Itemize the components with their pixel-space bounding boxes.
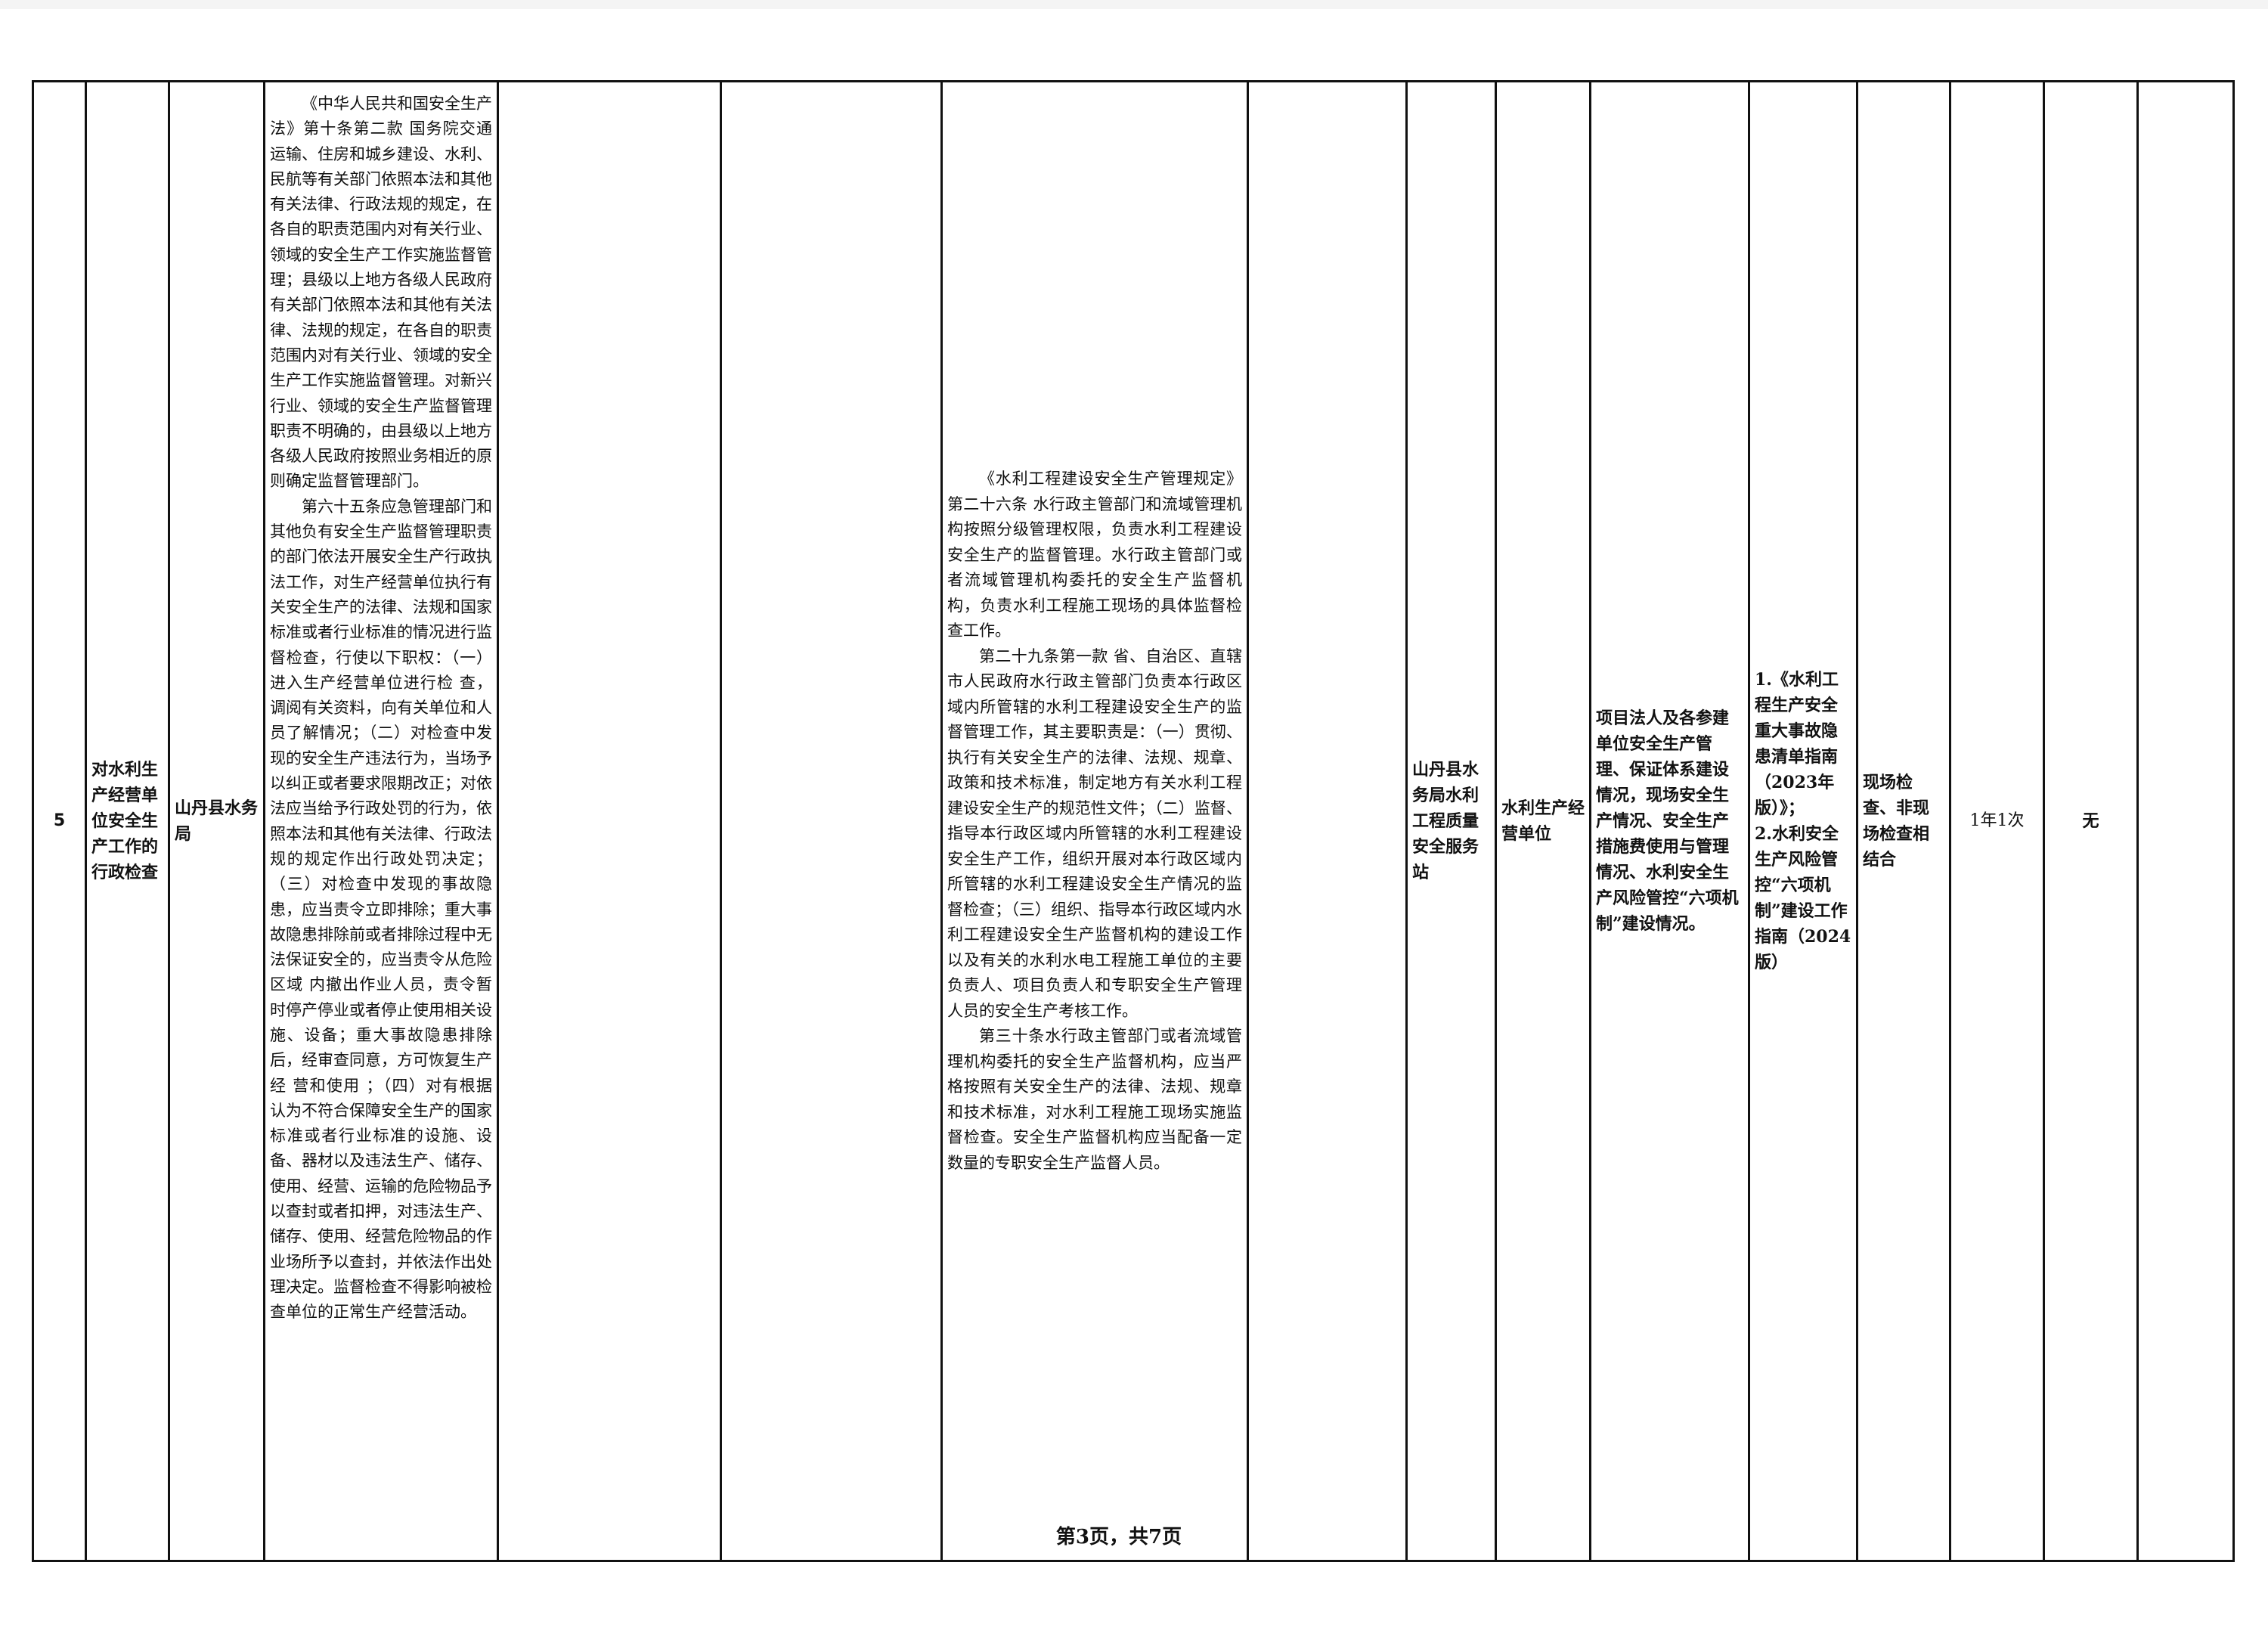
inspection-content: 项目法人及各参建单位安全生产管理、保证体系建设情况，现场安全生产情况、安全生产措… (1589, 80, 1750, 1562)
regulation-basis: 《水利工程建设安全生产管理规定》第二十六条 水行政主管部门和流域管理机构按照分级… (940, 80, 1249, 1562)
empty-cell-16 (2136, 80, 2235, 1562)
empty-cell-6 (720, 80, 943, 1562)
department: 山丹县水务局 (168, 80, 265, 1562)
regulation-para-3: 第三十条水行政主管部门或者流域管理机构委托的安全生产监督机构，应当严格按照有关安… (947, 1027, 1242, 1172)
regulation-para-2: 第二十九条第一款 省、自治区、直辖市人民政府水行政主管部门负责本行政区域内所管辖… (947, 646, 1242, 1020)
empty-cell-5 (497, 80, 722, 1562)
inspection-frequency: 1年1次 (1949, 80, 2045, 1562)
scan-edge (0, 0, 2268, 9)
inspection-method: 现场检查、非现场检查相结合 (1856, 80, 1951, 1562)
row-number: 5 (32, 80, 87, 1562)
inspection-table: 5 对水利生产经营单位安全生产工作的行政检查 山丹县水务局 《中华人民共和国安全… (32, 80, 2235, 1562)
law-basis-para-1: 《中华人民共和国安全生产法》第十条第二款 国务院交通运输、住房和城乡建设、水利、… (270, 95, 492, 491)
inspection-standard: 1.《水利工程生产安全重大事故隐患清单指南（2023年版）》； 2.水利安全生产… (1748, 80, 1858, 1562)
regulation-para-1: 《水利工程建设安全生产管理规定》第二十六条 水行政主管部门和流域管理机构按照分级… (947, 470, 1242, 640)
item-name: 对水利生产经营单位安全生产工作的行政检查 (85, 80, 170, 1562)
empty-cell-8 (1247, 80, 1408, 1562)
law-basis-para-2: 第六十五条应急管理部门和其他负有安全生产监督管理职责的部门依法开展安全生产行政执… (270, 497, 492, 1322)
implementer: 山丹县水务局水利工程质量安全服务站 (1405, 80, 1497, 1562)
table-row: 5 对水利生产经营单位安全生产工作的行政检查 山丹县水务局 《中华人民共和国安全… (32, 80, 2235, 1562)
remark: 无 (2043, 80, 2139, 1562)
page-number: 第3页，共7页 (1055, 1526, 1182, 1548)
law-basis: 《中华人民共和国安全生产法》第十条第二款 国务院交通运输、住房和城乡建设、水利、… (263, 80, 499, 1562)
inspected-object: 水利生产经营单位 (1495, 80, 1591, 1562)
